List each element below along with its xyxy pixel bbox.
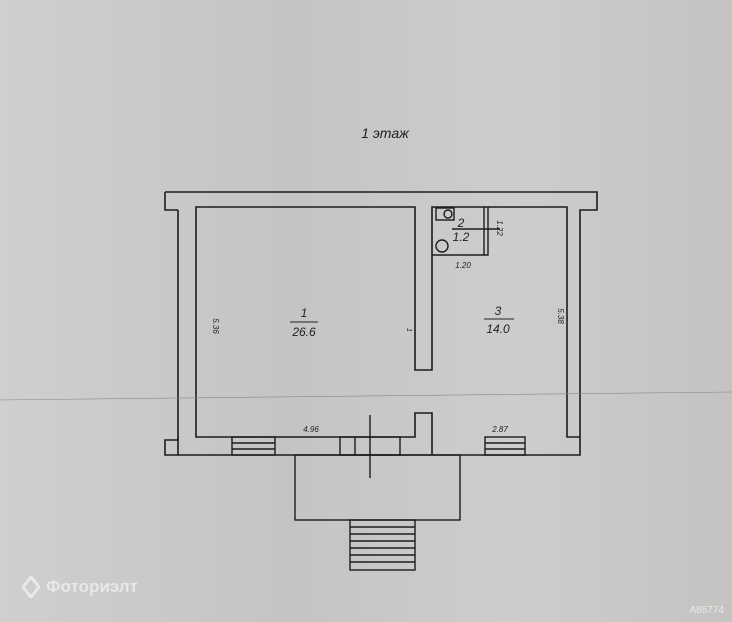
window-right	[484, 436, 526, 456]
room-3: 3 14.0	[484, 304, 514, 336]
dim-wc-width: 1.20	[455, 261, 471, 270]
room-area: 14.0	[486, 322, 510, 336]
dim-wc-depth: 1.22	[495, 220, 504, 236]
wc-walls	[432, 207, 489, 256]
window-left	[231, 436, 276, 456]
diamond-logo-icon	[22, 576, 40, 598]
room-area: 1.2	[453, 230, 470, 244]
dim-right-height: 5.38	[556, 308, 565, 324]
watermark-code: A85774	[689, 605, 724, 616]
room-1: 1 26.6	[290, 306, 318, 339]
dim-left-height: 5.36	[211, 318, 220, 334]
entrance-door	[339, 415, 401, 478]
watermark-brand: Фоториэлт	[46, 577, 138, 596]
partition-mark: 1	[405, 328, 412, 332]
room-area: 26.6	[291, 325, 316, 339]
dim-bottom-right: 2.87	[491, 425, 508, 434]
stairs	[349, 519, 416, 571]
toilet-icon	[435, 207, 455, 221]
watermark-logo: Фоториэлт	[22, 576, 138, 598]
room-number: 1	[301, 306, 308, 320]
sink-icon	[435, 239, 449, 253]
floor-title: 1 этаж	[361, 125, 410, 141]
room-number: 2	[457, 216, 465, 230]
dim-bottom-left: 4.96	[303, 425, 319, 434]
wall-outline	[164, 191, 598, 456]
porch	[294, 454, 461, 521]
room-2: 2 1.2	[453, 216, 470, 244]
room-number: 3	[495, 304, 502, 318]
